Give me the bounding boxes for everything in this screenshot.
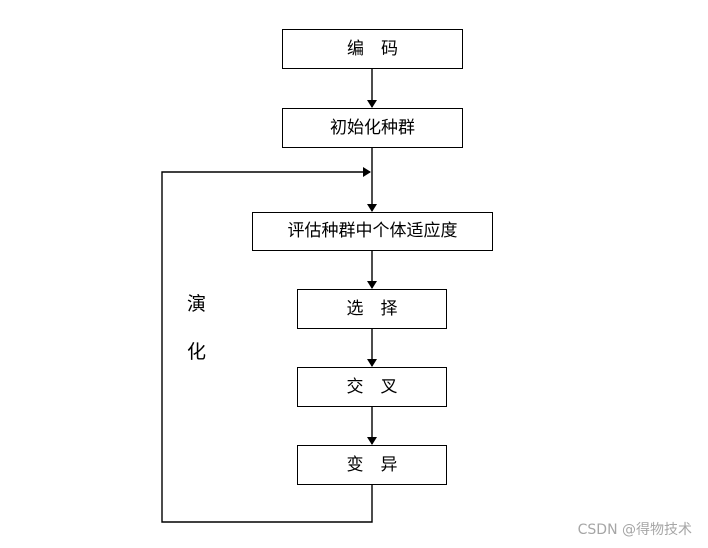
watermark: CSDN @得物技术 (577, 522, 692, 538)
evolution-loop-line (161, 167, 373, 523)
loop-label-char-2: 化 (187, 341, 207, 363)
step-encode: 编 码 (282, 29, 463, 69)
step-mutation: 变 异 (297, 445, 447, 485)
step-evaluate-fitness: 评估种群中个体适应度 (252, 212, 493, 251)
loop-label-char-1: 演 (187, 293, 207, 315)
step-selection: 选 择 (297, 289, 447, 329)
step-initialize-population: 初始化种群 (282, 108, 463, 148)
step-crossover: 交 叉 (297, 367, 447, 407)
